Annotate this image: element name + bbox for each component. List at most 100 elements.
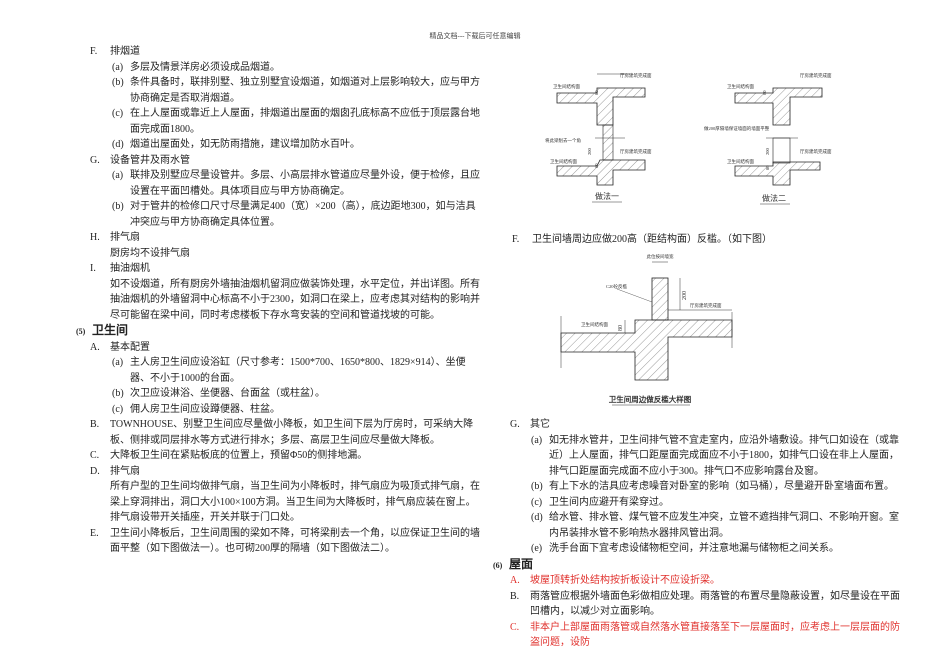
section-heading-6: (6)屋面 — [493, 557, 908, 574]
label-top-left: 卫生间结构面 — [727, 83, 754, 90]
label: (b) — [112, 201, 124, 212]
detail-method-2: 卫生间结构面 厅房建筑完成面 做200厚隔墙保证墙面的墙面平整 厅房建筑完成面 … — [704, 72, 832, 205]
paragraph: 如不设烟道，所有厨房外墙抽油烟机留洞应做装饰处理，水平定位，并出详图。所有抽油烟… — [110, 278, 480, 321]
text: 非本户上部屋面雨落管或自然落水管直接落至下一层屋面时，应考虑上一层层面的防盗问题… — [530, 621, 900, 649]
dim-80: 80 — [618, 325, 624, 331]
list-item: (c)在上人屋面或靠近上人屋面，排烟道出屋面的烟囱孔底标高不应低于顶层露台地面完… — [112, 106, 480, 137]
label-curb: C20砼反槛 — [606, 283, 628, 290]
label-top-right: 厅房建筑完成面 — [800, 72, 832, 79]
text: 次卫应设淋浴、坐便器、台面盆（或柱盆）。 — [130, 388, 325, 399]
label: E. — [90, 527, 99, 539]
section-A: A. 基本配置 — [90, 340, 480, 356]
curb-detail: 此位按间墙宽 C20砼反槛 200 厅房建筑完成面 卫生间结构面 80 卫生间周… — [560, 253, 733, 406]
text: 在上人屋面或靠近上人屋面，排烟道出屋面的烟囱孔底标高不应低于顶层露台地面完成面1… — [130, 108, 480, 135]
section-heading-5: (5)卫生间 — [76, 323, 480, 340]
text: 坡屋顶转折处结构按折板设计不应设折梁。 — [530, 575, 720, 586]
label: (a) — [112, 357, 124, 368]
text: 烟道出屋面处，如无防雨措施，建议增加防水百叶。 — [130, 139, 360, 150]
list-item: (a)多层及情景洋房必须设成品烟道。 — [112, 60, 480, 76]
heading: 设备管井及雨水管 — [110, 154, 190, 166]
list-item: (a) 联排及别墅应尽量设管井。多层、小高层排水管道应尽量外设，便于检修，且应设置… — [112, 168, 480, 199]
text: 雨落管应根据外墙面色彩做相应处理。雨落管的布置尽量隐蔽设置，如尽量设在平面凹槽内… — [530, 590, 900, 618]
number: (6) — [493, 560, 503, 570]
list-item: (b) 有上下水的洁具应考虑噪音对卧室的影响（如马桶），尽量避开卧室墙面布置。 — [531, 479, 908, 495]
dim-200: 200 — [765, 148, 770, 156]
label: G. — [510, 419, 520, 430]
label-bottom-right: 厅房建筑完成面 — [620, 148, 652, 155]
label: (e) — [531, 543, 543, 554]
list-item: (d) 烟道出屋面处，如无防雨措施，建议增加防水百叶。 — [112, 137, 480, 153]
left-column: F.排烟道 (a)多层及情景洋房必须设成品烟道。 (b)条件具备时，联排别墅、独… — [76, 44, 480, 557]
list-item: (a) 主人房卫生间应设浴缸（尺寸参考：1500*700、1650*800、182… — [112, 355, 480, 386]
list-item: (b) 次卫应设淋浴、坐便器、台面盆（或柱盆）。 — [112, 386, 480, 402]
slab — [560, 319, 733, 381]
label-wall-width: 此位按间墙宽 — [647, 253, 674, 260]
label: B. — [510, 590, 520, 602]
caption: 卫生间周边做反槛大样图 — [609, 394, 692, 404]
text: 洗手台面下宜考虑设储物柜空间，并注意地漏与储物柜之间关系。 — [549, 543, 839, 554]
label-note: 将此梁削去一个角 — [545, 137, 581, 144]
paragraph: 所有户型的卫生间均做排气扇，当卫生间为小降板时，排气扇应为吸顶式排气扇，在梁上穿… — [110, 481, 480, 523]
heading: 抽油烟机 — [110, 263, 150, 274]
list-item: (a)如无排水管井，卫生间排气管不宜走室内，应沿外墙敷设。排气口如设在（或靠近）… — [531, 433, 908, 480]
paragraph: 厨房均不设排气扇 — [110, 247, 190, 259]
dim-80: 80 — [762, 90, 767, 95]
dim-80: 80 — [594, 90, 599, 95]
heading: 基本配置 — [110, 341, 150, 353]
heading: 排气扇 — [110, 232, 140, 243]
label: F. — [512, 234, 520, 245]
lower-slab — [734, 161, 821, 186]
text: 对于管井的检修口尺寸尽量满足400（宽）×200（高），底边距地300，如与洁具… — [130, 201, 476, 228]
label: A. — [90, 341, 100, 353]
label: B. — [90, 419, 100, 430]
label: G. — [90, 154, 100, 166]
heading: 排气扇 — [110, 465, 140, 477]
section-A: A. 坡屋顶转折处结构按折板设计不应设折梁。 — [510, 573, 908, 589]
label-top-left: 卫生间结构面 — [553, 83, 580, 90]
text: 大降板卫生间在紧贴板底的位置上，预留Φ50的侧排地漏。 — [110, 450, 368, 461]
label: (b) — [531, 481, 543, 492]
caption: 做法二 — [762, 193, 786, 203]
label-top-right: 厅房建筑完成面 — [620, 72, 652, 79]
section-G: G. 其它 — [510, 417, 908, 433]
label: (b) — [112, 77, 124, 88]
text: 多层及情景洋房必须设成品烟道。 — [130, 61, 280, 73]
list-item: (d) 给水管、排水管、煤气管不应发生冲突，立管不遮挡排气洞口、不影响开窗。室内吊… — [531, 510, 908, 541]
label: (c) — [531, 496, 543, 508]
text: 有上下水的洁具应考虑噪音对卧室的影响（如马桶），尽量避开卧室墙面布置。 — [549, 481, 894, 492]
label-left: 卫生间结构面 — [581, 321, 608, 328]
dim-200: 200 — [587, 148, 592, 156]
section-H: H. 排气扇 — [90, 230, 480, 246]
text: 佣人房卫生间应设蹲便器、柱盆。 — [130, 403, 280, 415]
page-header: 精品文档---下载后可任意编辑 — [429, 32, 521, 40]
heading: 排烟道 — [110, 46, 140, 57]
text: 主人房卫生间应设浴缸（尺寸参考：1500*700、1650*800、1829×9… — [130, 357, 466, 384]
text: 卫生间墙周边应做200高（距结构面）反槛。（如下图） — [532, 234, 772, 245]
text: 联排及别墅应尽量设管井。多层、小高层排水管道应尽量外设，便于检修，且应设置在平面… — [130, 170, 480, 197]
list-item: (b)条件具备时，联排别墅、独立别墅宜设烟道，如烟道对上层影响较大，应与甲方协商… — [112, 75, 480, 106]
label: (a) — [112, 170, 124, 181]
label-right: 厅房建筑完成面 — [690, 302, 722, 309]
section-D: D. 排气扇 — [90, 464, 480, 480]
curb — [651, 277, 669, 321]
label: D. — [90, 465, 100, 477]
list-item: (e) 洗手台面下宜考虑设储物柜空间，并注意地漏与储物柜之间关系。 — [531, 541, 908, 557]
label: (b) — [112, 388, 124, 399]
dim-200: 200 — [682, 291, 688, 300]
list-item: (c)卫生间内应避开有梁穿过。 — [531, 495, 908, 511]
heading: 其它 — [530, 419, 550, 430]
label: H. — [90, 232, 100, 243]
section-B: B. 雨落管应根据外墙面色彩做相应处理。雨落管的布置尽量隐蔽设置，如尽量设在平面凹… — [510, 589, 908, 620]
section-I: I.抽油烟机 — [90, 261, 480, 277]
partition-wall — [772, 137, 791, 164]
label: C. — [510, 621, 520, 633]
text: 如无排水管井，卫生间排气管不宜走室内，应沿外墙敷设。排气口如设在（或靠近）上人屋… — [549, 434, 899, 477]
section-F: F.排烟道 — [90, 44, 480, 60]
label-bottom-right: 厅房建筑完成面 — [800, 148, 832, 155]
label: A. — [510, 575, 520, 586]
text: 给水管、排水管、煤气管不应发生冲突，立管不遮挡排气洞口、不影响开窗。室内吊装排水… — [549, 512, 899, 539]
number: (5) — [76, 327, 86, 336]
label: (d) — [112, 139, 124, 150]
section-G: G. 设备管井及雨水管 — [90, 153, 480, 169]
label: (d) — [531, 512, 543, 523]
